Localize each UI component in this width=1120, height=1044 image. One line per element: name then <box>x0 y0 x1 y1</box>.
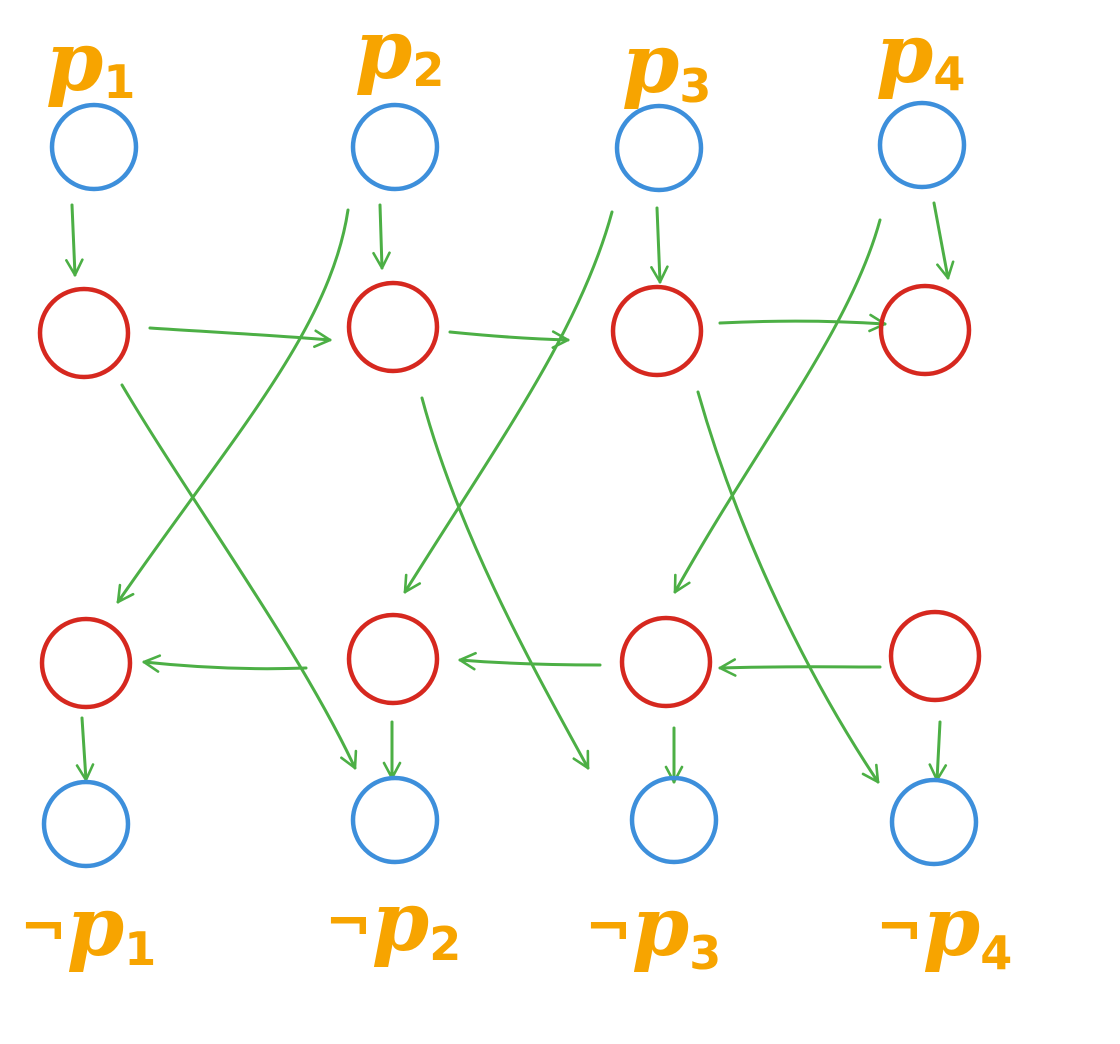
edge-l3-to-l2 <box>458 651 602 671</box>
edge-u3-to-u4 <box>718 313 887 333</box>
edge-l1-to-np1 <box>75 716 95 782</box>
node-p4 <box>877 100 967 190</box>
edge-p1-to-u1 <box>65 203 84 277</box>
edge-p3-to-u3 <box>650 206 669 284</box>
node-not-p4 <box>889 777 979 867</box>
edge-u2-to-np3 <box>420 396 590 770</box>
node-lower-3 <box>619 615 713 709</box>
edge-p2-to-l1 <box>116 208 350 604</box>
top-label-4: p4 <box>876 6 965 102</box>
node-p3 <box>614 103 704 193</box>
bottom-label-3: ¬p3 <box>585 879 721 980</box>
top-label-1: p1 <box>46 14 135 110</box>
node-not-p3 <box>629 775 719 865</box>
top-label-2: p2 <box>355 2 444 98</box>
node-upper-2 <box>346 280 440 374</box>
edge-l2-to-l1 <box>142 654 308 673</box>
top-label-layer: p1 p2 p3 p4 <box>46 2 965 113</box>
node-not-p1 <box>41 779 131 869</box>
node-lower-4 <box>888 609 982 703</box>
edge-p4-to-u4 <box>932 201 955 280</box>
node-not-p2 <box>350 775 440 865</box>
top-label-3: p3 <box>622 16 711 113</box>
bottom-label-layer: ¬p1 ¬p2 ¬p3 ¬p4 <box>20 874 1012 980</box>
edge-l4-to-l3 <box>718 658 882 677</box>
edge-p4-to-l3 <box>673 218 882 594</box>
edge-u1-to-u2 <box>148 326 332 349</box>
edge-p3-to-l2 <box>403 210 614 594</box>
bottom-label-2: ¬p2 <box>325 874 461 971</box>
edge-u1-to-np2 <box>120 383 358 770</box>
edge-l4-to-np4 <box>928 720 948 782</box>
node-layer <box>37 100 982 869</box>
edge-u2-to-u3 <box>448 330 570 349</box>
node-p2 <box>350 102 440 192</box>
edge-p2-to-u2 <box>372 203 391 270</box>
bottom-label-1: ¬p1 <box>20 879 156 976</box>
node-p1 <box>49 102 139 192</box>
node-upper-3 <box>610 284 704 378</box>
edge-u3-to-np4 <box>696 390 880 784</box>
bottom-label-4: ¬p4 <box>876 879 1012 980</box>
node-upper-1 <box>37 286 131 380</box>
node-upper-4 <box>878 283 972 377</box>
node-lower-1 <box>39 616 133 710</box>
node-lower-2 <box>346 612 440 706</box>
edge-layer <box>65 201 955 784</box>
